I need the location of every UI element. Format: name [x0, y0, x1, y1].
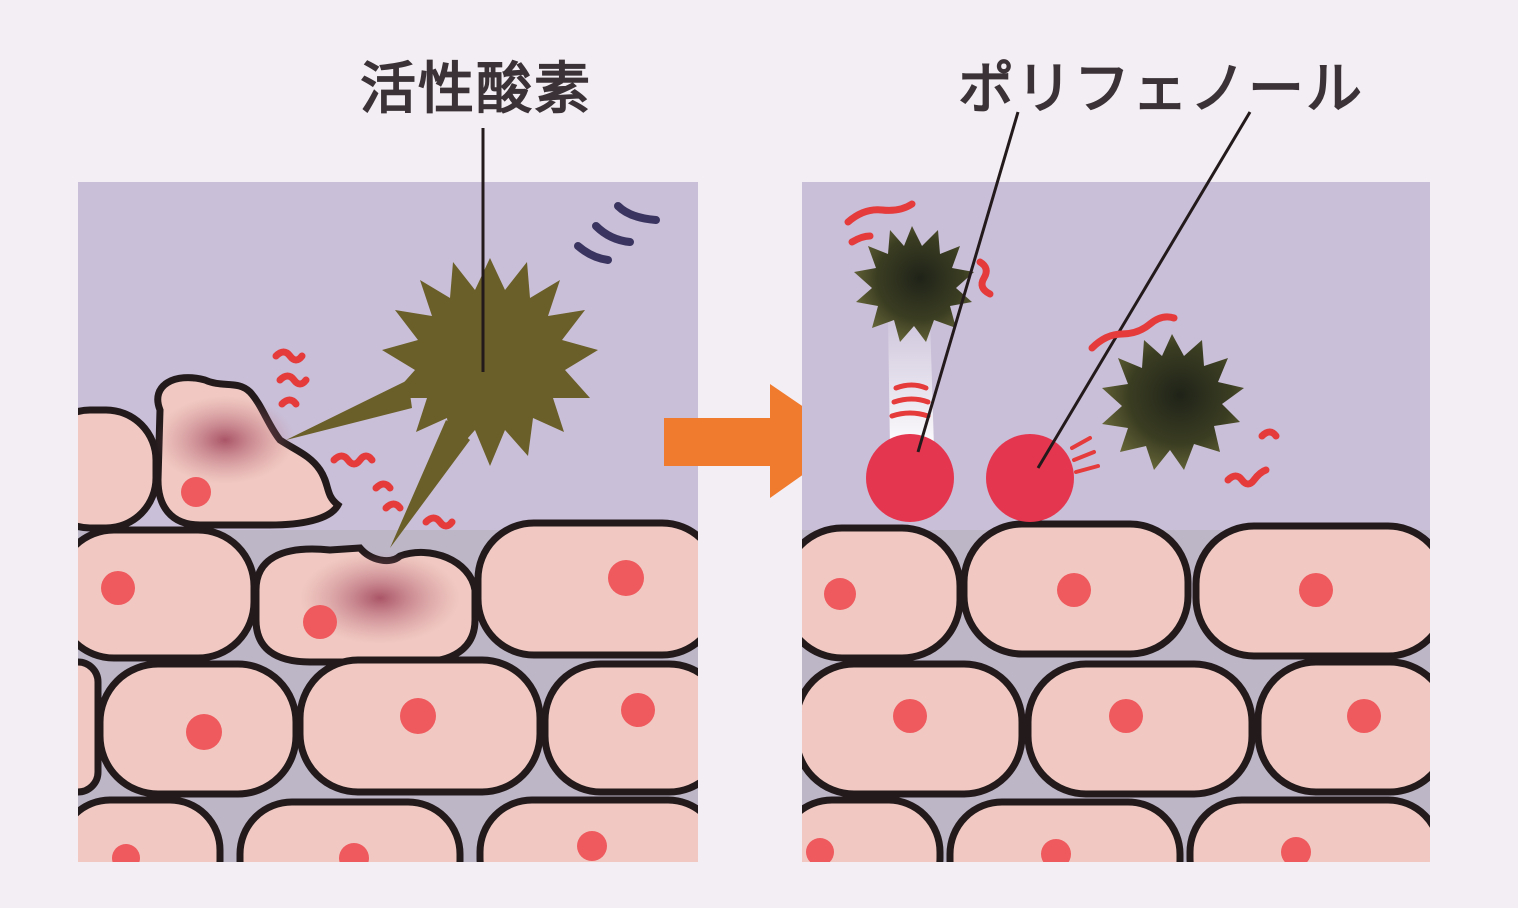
damage-mark [155, 396, 295, 484]
right-tissue [780, 524, 1448, 908]
cell [50, 662, 98, 792]
cell [545, 664, 725, 792]
polyphenol-molecule [866, 434, 954, 522]
right-panel [780, 112, 1448, 908]
polyphenol-molecule [986, 434, 1074, 522]
cell [40, 410, 156, 528]
cell [1028, 664, 1252, 794]
cell [1190, 800, 1440, 908]
cell [58, 530, 254, 658]
cell [60, 800, 220, 908]
cell [478, 523, 718, 655]
cell [780, 800, 940, 908]
cell [784, 528, 960, 658]
left-panel [40, 128, 725, 908]
